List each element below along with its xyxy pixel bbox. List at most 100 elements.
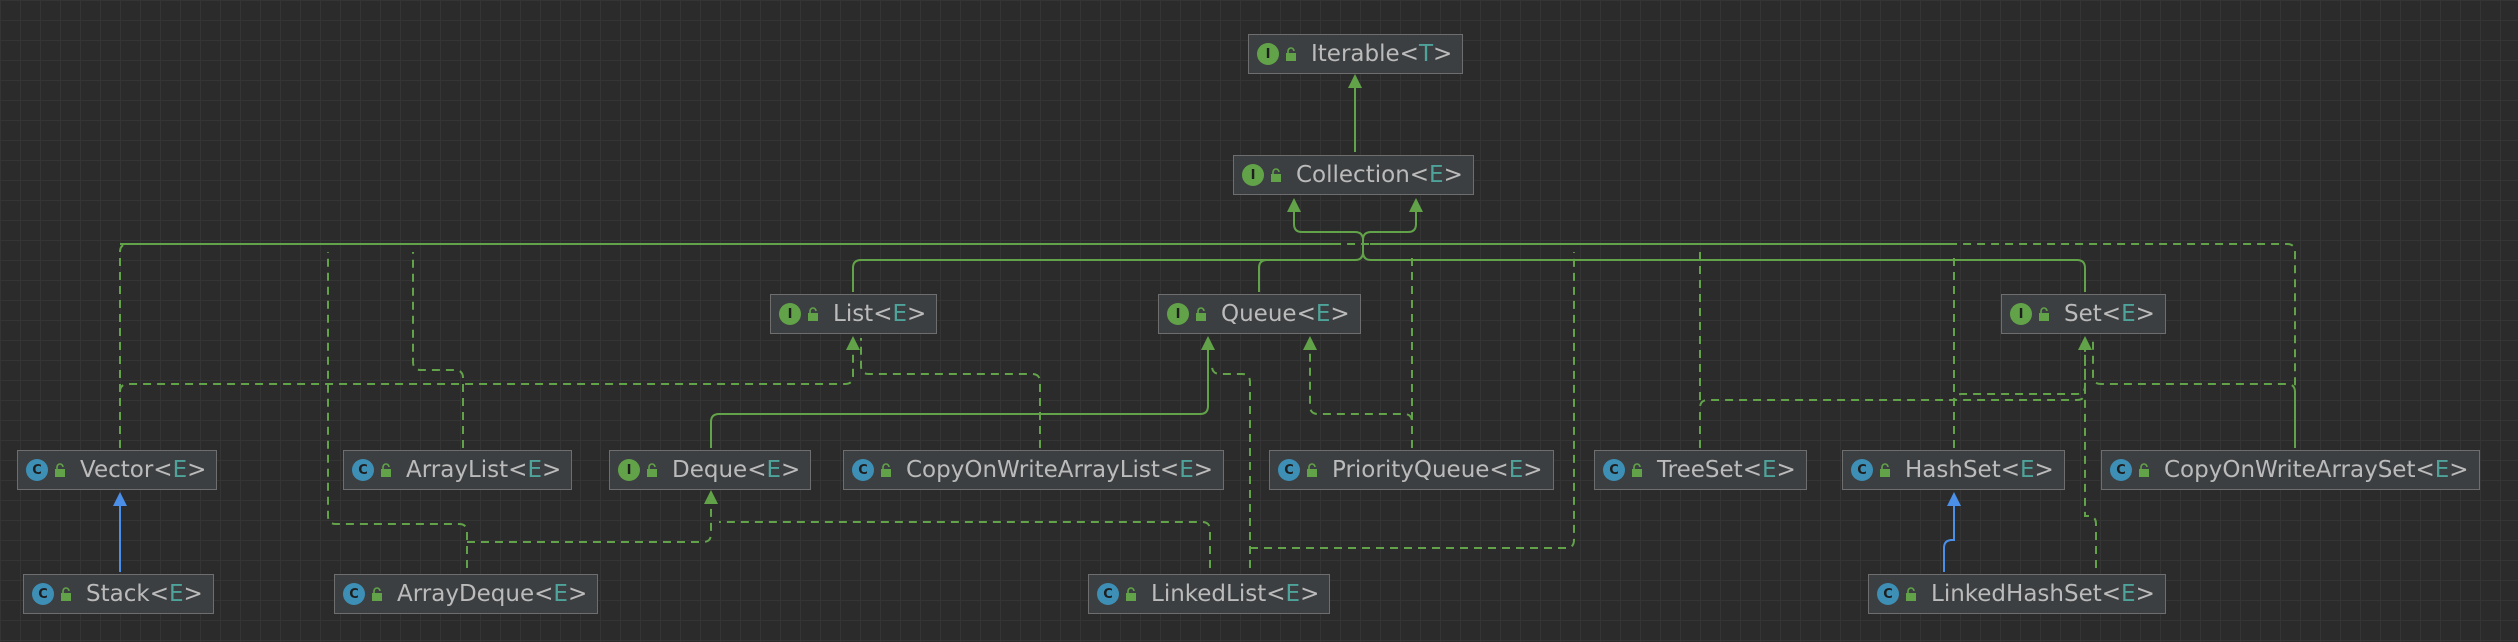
edge-queue-collection (1258, 259, 1268, 292)
node-name: CopyOnWriteArrayList (906, 457, 1160, 483)
lock-icon (54, 463, 66, 477)
lock-icon (1285, 47, 1297, 61)
edge-arraylist-list (412, 252, 464, 448)
lock-icon (880, 463, 892, 477)
type-param: E (1285, 581, 1301, 607)
lock-icon (807, 307, 819, 321)
interface-icon: I (1257, 43, 1279, 65)
edge-arraydeque-collection (327, 252, 468, 568)
type-param: E (172, 457, 188, 483)
node-arraydeque[interactable]: C ArrayDeque<E> (334, 574, 599, 614)
edge-cowas-set (2092, 338, 2296, 448)
type-param: E (892, 301, 908, 327)
type-param: E (1179, 457, 1194, 483)
lock-icon (1905, 587, 1917, 601)
type-param: E (1761, 457, 1777, 483)
class-icon: C (1877, 583, 1899, 605)
node-vector[interactable]: C Vector<E> (17, 450, 218, 490)
node-name: Iterable (1311, 41, 1400, 67)
node-name: List (833, 301, 874, 327)
lock-icon (1631, 463, 1643, 477)
node-queue[interactable]: I Queue<E> (1158, 294, 1361, 334)
node-linkedlist[interactable]: C LinkedList<E> (1088, 574, 1331, 614)
node-collection[interactable]: I Collection<E> (1233, 155, 1474, 195)
node-iterable[interactable]: I Iterable<T> (1248, 34, 1464, 74)
node-name: Queue (1221, 301, 1297, 327)
lock-icon (371, 587, 383, 601)
lock-icon (1879, 463, 1891, 477)
lock-icon (646, 463, 658, 477)
interface-icon: I (1242, 164, 1264, 186)
type-param: E (1429, 162, 1444, 188)
type-param: T (1418, 41, 1433, 67)
interface-icon: I (779, 303, 801, 325)
edge-arraydeque-deque (467, 490, 718, 543)
edge-lhs-hashset (1943, 492, 1961, 572)
type-param: E (553, 581, 568, 607)
class-icon: C (352, 459, 374, 481)
node-set[interactable]: I Set<E> (2001, 294, 2166, 334)
node-name: HashSet (1905, 457, 2001, 483)
node-name: CopyOnWriteArraySet (2164, 457, 2416, 483)
edge-treeset-set (1699, 338, 2086, 448)
node-name: Deque (672, 457, 748, 483)
edge-deque-queue (710, 336, 1215, 448)
type-param: E (1315, 301, 1331, 327)
type-param: E (2020, 457, 2035, 483)
node-name: ArrayDeque (397, 581, 535, 607)
node-arraylist[interactable]: C ArrayList<E> (343, 450, 573, 490)
node-linkedhashset[interactable]: C LinkedHashSet<E> (1868, 574, 2166, 614)
node-name: TreeSet (1657, 457, 1743, 483)
class-icon: C (1851, 459, 1873, 481)
node-treeset[interactable]: C TreeSet<E> (1594, 450, 1807, 490)
node-name: Set (2064, 301, 2102, 327)
node-name: LinkedHashSet (1931, 581, 2102, 607)
edge-vector-list (119, 336, 860, 393)
class-icon: C (1603, 459, 1625, 481)
type-param: E (2121, 581, 2136, 607)
class-icon: C (26, 459, 48, 481)
edge-linkedlist-collection (1250, 252, 1575, 549)
node-name: PriorityQueue (1332, 457, 1490, 483)
lock-icon (1306, 463, 1318, 477)
node-name: Collection (1296, 162, 1410, 188)
interface-icon: I (1167, 303, 1189, 325)
lock-icon (60, 587, 72, 601)
node-cowas[interactable]: C CopyOnWriteArraySet<E> (2101, 450, 2480, 490)
type-param: E (1508, 457, 1524, 483)
node-cowal[interactable]: C CopyOnWriteArrayList<E> (843, 450, 1225, 490)
edge-hashset-set (1953, 336, 2092, 448)
node-name: ArrayList (406, 457, 509, 483)
node-list[interactable]: I List<E> (770, 294, 938, 334)
edge-list-collection (852, 198, 1364, 292)
node-hashset[interactable]: C HashSet<E> (1842, 450, 2065, 490)
lock-icon (2138, 463, 2150, 477)
edge-set-collection (1362, 198, 2086, 292)
node-name: LinkedList (1151, 581, 1267, 607)
interface-icon: I (618, 459, 640, 481)
class-icon: C (2110, 459, 2132, 481)
lock-icon (380, 463, 392, 477)
class-icon: C (1278, 459, 1300, 481)
class-icon: C (32, 583, 54, 605)
lock-icon (2038, 307, 2050, 321)
node-name: Vector (80, 457, 154, 483)
edge-pq-queue (1303, 336, 1413, 448)
type-param: E (168, 581, 184, 607)
class-icon: C (343, 583, 365, 605)
edge-linkedlist-deque (719, 521, 1211, 568)
node-stack[interactable]: C Stack<E> (23, 574, 214, 614)
lock-icon (1270, 168, 1282, 182)
type-param: E (2121, 301, 2136, 327)
class-icon: C (1097, 583, 1119, 605)
node-deque[interactable]: I Deque<E> (609, 450, 812, 490)
lock-icon (1125, 587, 1137, 601)
node-priorityqueue[interactable]: C PriorityQueue<E> (1269, 450, 1554, 490)
edge-linkedlist-list (1211, 365, 1251, 568)
type-param: E (527, 457, 542, 483)
class-icon: C (852, 459, 874, 481)
interface-icon: I (2010, 303, 2032, 325)
type-param: E (2434, 457, 2450, 483)
edge-lhs-set (2084, 338, 2097, 568)
